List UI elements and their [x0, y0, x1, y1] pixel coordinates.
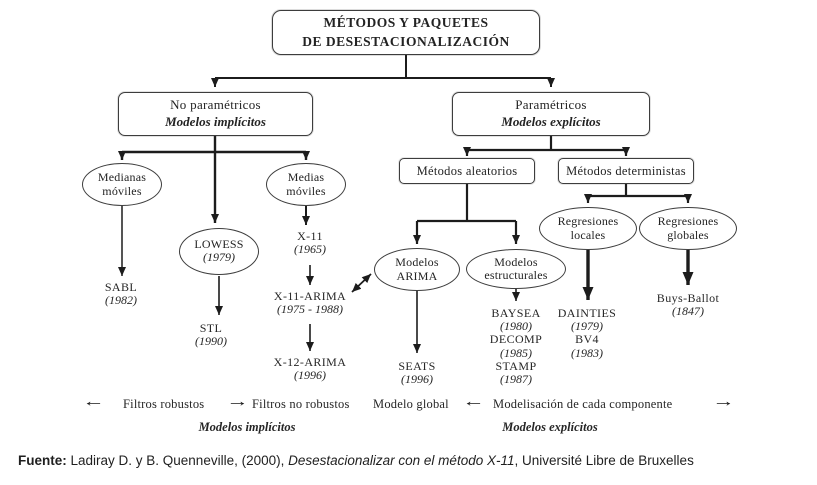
leaf-buys-ballot: Buys-Ballot (1847): [656, 291, 720, 319]
branch-parametricos: Paramétricos Modelos explícitos: [452, 92, 650, 136]
reg-locales-line1: Regresiones: [557, 214, 619, 229]
metodos-aleatorios-label: Métodos aleatorios: [416, 163, 518, 178]
metodos-deterministas-label: Métodos deterministas: [566, 163, 686, 178]
right-arrow-icon: →: [226, 394, 249, 410]
lowess-name: LOWESS: [194, 237, 244, 251]
source-text-2: , Université Libre de Bruxelles: [514, 453, 694, 468]
node-medias-moviles: Medias móviles: [266, 163, 346, 206]
no-parametricos-label: No paramétricos: [170, 97, 261, 113]
right-arrow-icon: →: [712, 394, 735, 410]
leaf-sabl: SABL (1982): [104, 280, 138, 308]
modelos-explicitos-label: Modelos explícitos: [501, 114, 601, 129]
medianas-line1: Medianas: [97, 170, 147, 185]
medias-line1: Medias: [287, 170, 325, 185]
source-line: Fuente: Ladiray D. y B. Quenneville, (20…: [18, 453, 694, 468]
leaf-stl: STL (1990): [195, 321, 227, 349]
legend-filtros-no-robustos: Filtros no robustos: [252, 397, 350, 411]
legend-modelisacion: Modelisación de cada componente: [493, 397, 673, 411]
legend-filtros-robustos: Filtros robustos: [123, 397, 205, 411]
arima-line2: ARIMA: [396, 268, 438, 283]
node-modelos-arima: Modelos ARIMA: [374, 248, 460, 291]
arima-line1: Modelos: [395, 255, 439, 270]
parametricos-label: Paramétricos: [515, 97, 587, 113]
lowess-year: (1979): [203, 250, 235, 265]
estructurales-line1: Modelos: [494, 254, 538, 269]
root-box: MÉTODOS Y PAQUETES DE DESESTACIONALIZACI…: [272, 10, 540, 55]
reg-globales-line2: globales: [667, 227, 709, 242]
leaf-baysea-decomp-stamp: BAYSEA (1980) DECOMP (1985) STAMP (1987): [489, 306, 543, 387]
left-arrow-icon: ←: [82, 394, 105, 410]
node-regresiones-locales: Regresiones locales: [539, 207, 637, 250]
medias-line2: móviles: [286, 183, 326, 198]
root-title-line2: DE DESESTACIONALIZACIÓN: [302, 33, 510, 49]
node-lowess: LOWESS (1979): [179, 228, 259, 275]
medianas-line2: móviles: [102, 183, 142, 198]
modelos-implicitos-label: Modelos implícitos: [165, 114, 266, 129]
source-text-1: Ladiray D. y B. Quenneville, (2000),: [66, 453, 289, 468]
node-modelos-estructurales: Modelos estructurales: [466, 249, 566, 289]
reg-globales-line1: Regresiones: [657, 214, 719, 229]
leaf-x11: X-11 (1965): [294, 229, 326, 257]
leaf-x12-arima: X-12-ARIMA (1996): [273, 355, 347, 383]
source-label: Fuente:: [18, 453, 67, 468]
node-medianas-moviles: Medianas móviles: [82, 163, 162, 206]
leaf-seats: SEATS (1996): [398, 359, 436, 387]
source-title-italic: Desestacionalizar con el método X-11: [288, 453, 515, 468]
left-arrow-icon: ←: [462, 394, 485, 410]
estructurales-line2: estructurales: [484, 268, 548, 282]
leaf-dainties-bv4: DAINTIES (1979) BV4 (1983): [557, 306, 617, 360]
legend-modelos-explicitos: Modelos explícitos: [502, 420, 598, 434]
branch-no-parametricos: No paramétricos Modelos implícitos: [118, 92, 313, 136]
reg-locales-line2: locales: [570, 227, 606, 242]
node-metodos-deterministas: Métodos deterministas: [558, 158, 694, 184]
legend-modelos-implicitos: Modelos implícitos: [198, 420, 296, 434]
leaf-x11-arima: X-11-ARIMA (1975 - 1988): [273, 289, 347, 317]
node-metodos-aleatorios: Métodos aleatorios: [399, 158, 535, 184]
root-title-line1: MÉTODOS Y PAQUETES: [323, 15, 489, 31]
node-regresiones-globales: Regresiones globales: [639, 207, 737, 250]
legend-modelo-global: Modelo global: [373, 397, 449, 411]
